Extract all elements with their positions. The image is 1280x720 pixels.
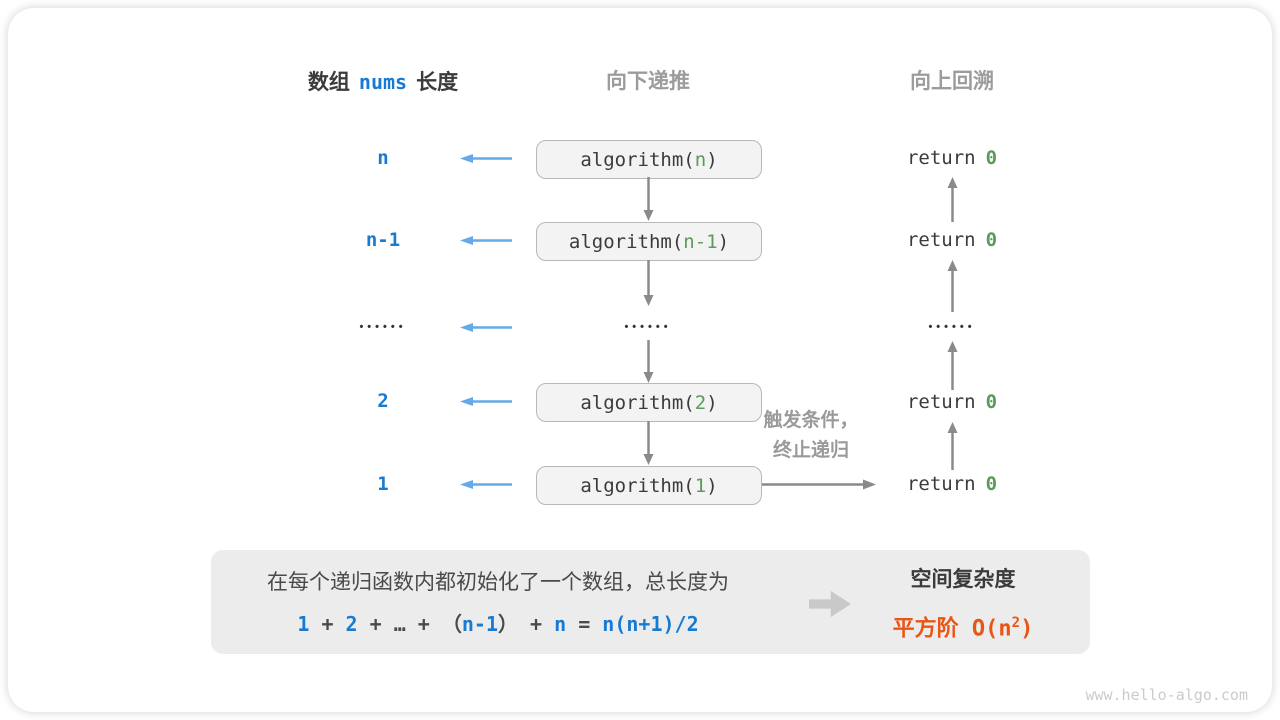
left-arrow-icon xyxy=(460,154,512,163)
call-suffix: ) xyxy=(706,148,718,171)
space-complexity-value: 平方阶 O(n2) xyxy=(892,615,1034,642)
call-prefix: algorithm( xyxy=(568,230,684,253)
column-header-backtrack-up: 向上回溯 xyxy=(910,70,994,93)
call-box-1: algorithm(1) xyxy=(536,466,762,505)
down-arrow-icon xyxy=(643,177,654,221)
call-arg: 1 xyxy=(694,474,707,497)
return-keyword: return xyxy=(906,473,976,495)
summary-text: 在每个递归函数内都初始化了一个数组，总长度为 xyxy=(267,571,729,594)
ellipsis-left: •••••• xyxy=(359,321,407,333)
call-suffix: ) xyxy=(706,391,718,414)
summary-formula: 1 + 2 + … + （n-1） + n = n(n+1)/2 xyxy=(297,612,699,636)
left-arrow-icon xyxy=(460,236,512,245)
return-value: 0 xyxy=(985,229,998,251)
return-keyword: return xyxy=(906,391,976,413)
terminate-label-line2: 终止递归 xyxy=(772,440,849,461)
call-arg: n-1 xyxy=(683,230,718,253)
call-box-n-1: algorithm(n-1) xyxy=(536,222,762,261)
call-box-2: algorithm(2) xyxy=(536,383,762,422)
up-arrow-icon xyxy=(947,422,958,470)
row-label-1: 1 xyxy=(377,473,389,495)
column-header-array-length: 数组 nums 长度 xyxy=(258,68,508,96)
return-value: 0 xyxy=(985,473,998,495)
up-arrow-icon xyxy=(947,177,958,222)
diagram-card: 数组 nums 长度 向下递推 向上回溯 n algorithm(n) retu… xyxy=(8,8,1272,712)
row-label-n: n xyxy=(377,147,389,169)
header-array-text: 数组 xyxy=(307,71,350,94)
row-label-n-1: n-1 xyxy=(365,229,401,251)
return-statement: return 0 xyxy=(877,145,1027,171)
return-statement: return 0 xyxy=(877,471,1027,497)
call-prefix: algorithm( xyxy=(580,391,695,414)
call-arg: n xyxy=(694,148,707,171)
return-statement: return 0 xyxy=(877,227,1027,253)
terminate-label-line1: 触发条件， xyxy=(763,410,859,431)
row-label-2: 2 xyxy=(377,390,389,412)
terminate-condition-label: 触发条件， 终止递归 xyxy=(741,406,881,466)
header-nums-code: nums xyxy=(358,70,408,94)
call-arg: 2 xyxy=(694,391,707,414)
header-length-text: 长度 xyxy=(416,71,459,94)
right-arrow-icon xyxy=(762,479,876,490)
space-complexity-title: 空间复杂度 xyxy=(910,568,1016,591)
down-arrow-icon xyxy=(643,340,654,383)
call-suffix: ) xyxy=(706,474,718,497)
down-arrow-icon xyxy=(643,421,654,465)
call-prefix: algorithm( xyxy=(580,148,695,171)
ellipsis-middle: •••••• xyxy=(624,321,672,333)
return-keyword: return xyxy=(906,147,976,169)
left-arrow-icon xyxy=(460,323,512,332)
up-arrow-icon xyxy=(947,260,958,312)
return-value: 0 xyxy=(985,147,998,169)
return-value: 0 xyxy=(985,391,998,413)
left-arrow-icon xyxy=(460,397,512,406)
return-keyword: return xyxy=(906,229,976,251)
call-box-n: algorithm(n) xyxy=(536,140,762,179)
summary-box xyxy=(211,550,1090,654)
column-header-recurse-down: 向下递推 xyxy=(606,70,690,93)
return-statement: return 0 xyxy=(877,389,1027,415)
site-watermark: www.hello-algo.com xyxy=(1085,686,1248,704)
left-arrow-icon xyxy=(460,480,512,489)
up-arrow-icon xyxy=(947,341,958,390)
call-prefix: algorithm( xyxy=(580,474,695,497)
ellipsis-right: •••••• xyxy=(928,321,976,333)
down-arrow-icon xyxy=(643,260,654,306)
call-suffix: ) xyxy=(717,230,730,253)
